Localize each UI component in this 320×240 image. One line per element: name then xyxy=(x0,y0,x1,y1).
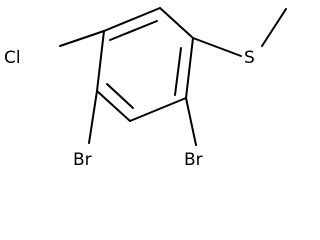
bond-c-br-left xyxy=(88,90,98,144)
atom-label-sulfur: S xyxy=(244,48,255,68)
ring-bond-right-inner xyxy=(174,47,182,96)
bond-c-cl xyxy=(59,30,105,47)
ring-bond-lower-left-inner xyxy=(106,83,134,109)
bond-s-methyl xyxy=(261,8,287,47)
ring-bond-left xyxy=(96,30,105,92)
ring-bond-lower-left xyxy=(96,90,131,122)
atom-label-bromine-left: Br xyxy=(73,150,92,170)
ring-bond-top xyxy=(103,7,161,32)
ring-bond-top-inner xyxy=(109,20,158,41)
bond-c-br-right xyxy=(185,97,197,146)
atom-label-chlorine: Cl xyxy=(4,48,21,68)
bond-c-s xyxy=(192,37,242,57)
ring-bond-upper-right xyxy=(159,7,194,39)
structure-diagram: Cl Br Br S xyxy=(4,7,287,170)
atom-label-bromine-right: Br xyxy=(184,150,203,170)
ring-bond-lower-right xyxy=(129,97,187,122)
ring-bond-right xyxy=(185,37,194,99)
